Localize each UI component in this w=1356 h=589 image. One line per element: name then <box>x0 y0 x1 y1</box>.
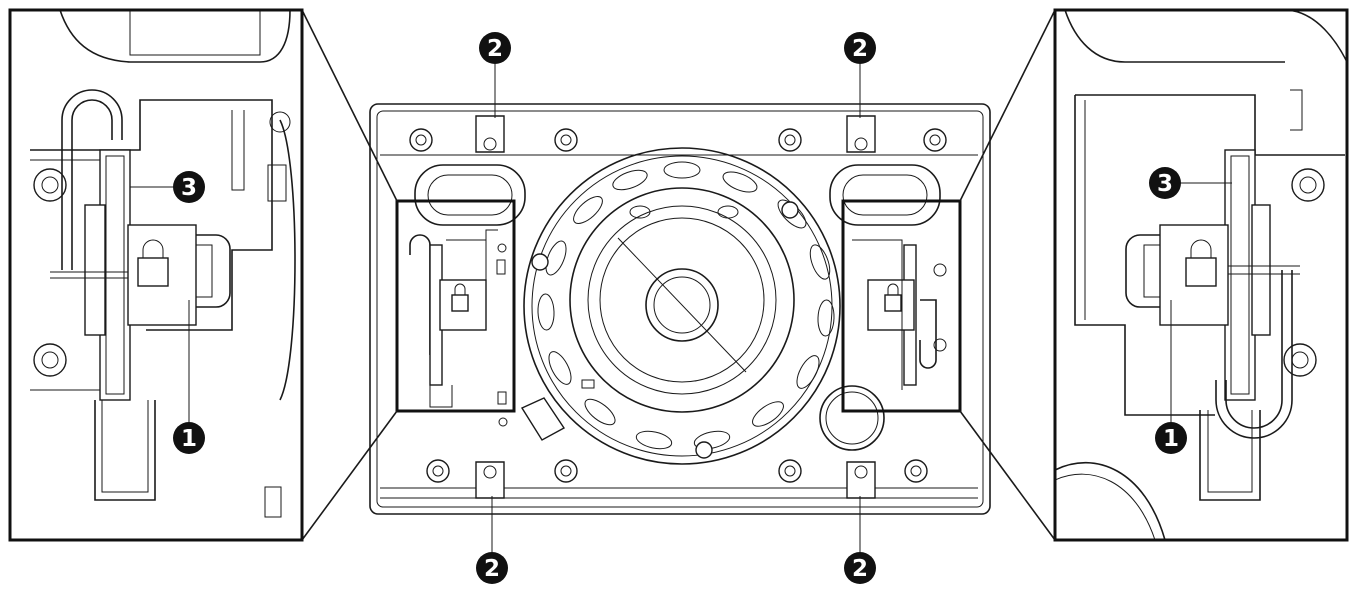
zoom-panel-left <box>8 8 304 542</box>
mounting-clip-bottom-right <box>846 461 876 499</box>
zoom-connectors <box>301 9 1056 541</box>
slot-left <box>414 164 526 226</box>
housing-outline <box>369 103 991 515</box>
locking-plate-right <box>1224 149 1256 401</box>
callout-label: 3 <box>181 175 197 201</box>
mounting-clip-top-left <box>475 115 505 153</box>
mounting-clip-bottom-left <box>475 461 505 499</box>
device-back-view <box>369 103 991 515</box>
zoom-panel-right-border <box>1053 8 1349 542</box>
callout-label: 1 <box>181 426 197 452</box>
callout-left-zoom-top: 3 <box>173 171 205 203</box>
lock-area-right <box>841 199 962 413</box>
cable-gland <box>819 385 885 451</box>
zoom-panel-left-border <box>8 8 304 542</box>
callout-right-zoom-bottom: 1 <box>1155 422 1187 454</box>
screw-row-bottom <box>426 459 928 483</box>
slot-right <box>829 164 941 226</box>
padlock-icon <box>137 257 169 287</box>
callout-label: 1 <box>1163 426 1179 452</box>
callout-label: 2 <box>484 556 500 582</box>
zoom-frame-right <box>841 199 962 413</box>
shackle-right <box>1225 270 1283 429</box>
callout-bottom-right: 2 <box>844 496 876 584</box>
callout-label: 3 <box>1157 171 1173 197</box>
callout-left-zoom-bottom: 1 <box>173 422 205 454</box>
callout-label: 2 <box>852 556 868 582</box>
padlock-icon-right <box>1185 257 1217 287</box>
zoom-panel-right <box>1053 8 1349 542</box>
callout-bottom-left: 2 <box>476 496 508 584</box>
callout-top-right: 2 <box>844 32 876 118</box>
callout-top-left: 2 <box>479 32 511 118</box>
callout-right-zoom-top: 3 <box>1149 167 1181 199</box>
round-mount <box>520 147 841 465</box>
zoom-frame-left <box>395 199 516 413</box>
screw-row-top <box>409 128 947 152</box>
lock-area-left <box>395 199 516 413</box>
housing-inner-outline <box>376 110 984 508</box>
callout-label: 2 <box>852 36 868 62</box>
mounting-clip-top-right <box>846 115 876 153</box>
oval-holes <box>537 161 835 450</box>
callout-label: 2 <box>487 36 503 62</box>
shackle <box>61 89 123 270</box>
